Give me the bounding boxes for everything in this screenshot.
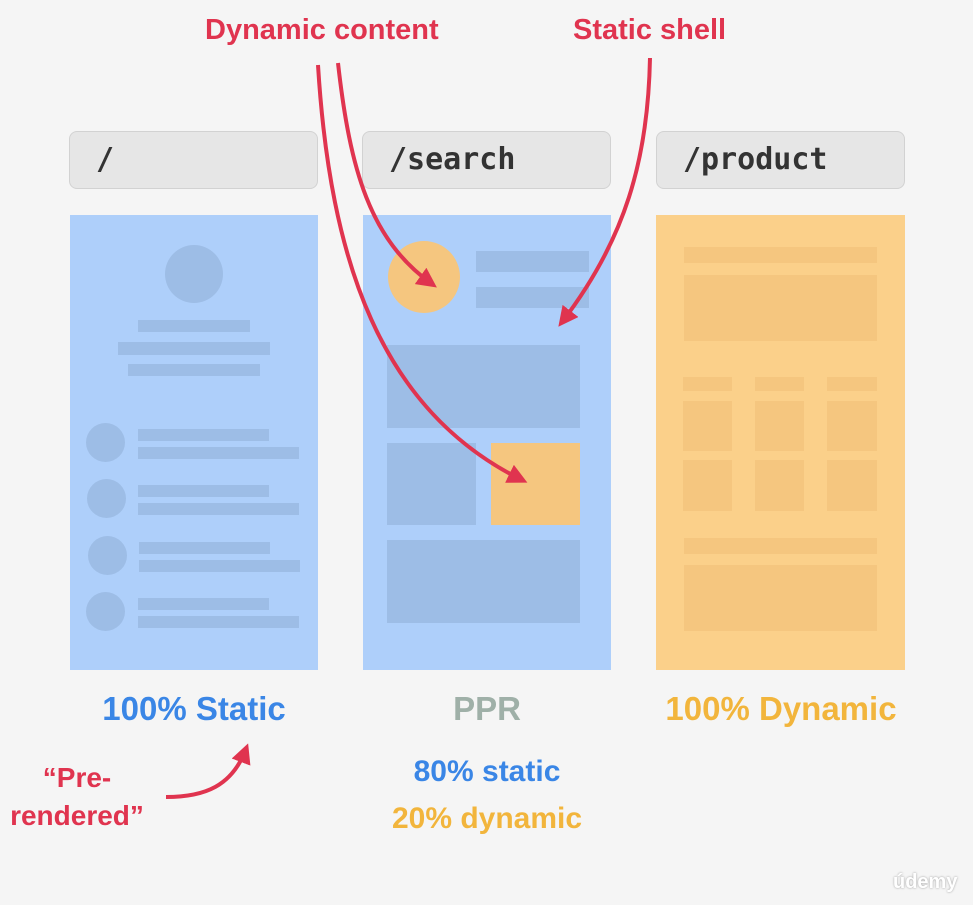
avatar-placeholder: [165, 245, 223, 303]
list-line-placeholder: [138, 503, 299, 515]
grid-cell-placeholder: [827, 401, 877, 451]
header-placeholder: [684, 247, 877, 263]
grid-cell-placeholder: [755, 460, 804, 511]
route-bar-home: /: [69, 131, 318, 189]
static-caption: 100% Static: [102, 690, 286, 727]
list-avatar-placeholder: [87, 479, 126, 518]
content-block-placeholder: [387, 443, 476, 525]
text-line-placeholder: [138, 320, 250, 332]
text-line-placeholder: [128, 364, 260, 376]
list-line-placeholder: [138, 429, 269, 441]
ppr-dynamic-caption: 20% dynamic: [391, 802, 583, 835]
text-line-placeholder: [476, 251, 589, 272]
hero-placeholder: [684, 275, 877, 341]
static-page-panel: [70, 215, 318, 670]
list-line-placeholder: [138, 598, 269, 610]
dynamic-block-placeholder: [491, 443, 580, 525]
ppr-caption: PPR: [453, 690, 521, 727]
list-line-placeholder: [138, 447, 299, 459]
list-avatar-placeholder: [86, 423, 125, 462]
content-block-placeholder: [387, 345, 580, 428]
prerendered-label: “Pre- rendered”: [10, 762, 144, 831]
text-line-placeholder: [476, 287, 589, 308]
route-bar-search: /search: [362, 131, 611, 189]
dynamic-avatar-placeholder: [388, 241, 460, 313]
list-line-placeholder: [139, 542, 270, 554]
text-line-placeholder: [118, 342, 270, 355]
ppr-page-panel: [363, 215, 611, 670]
dynamic-page-panel: [656, 215, 905, 670]
grid-label-placeholder: [683, 377, 732, 391]
udemy-watermark: údemy: [893, 871, 958, 893]
list-line-placeholder: [139, 560, 300, 572]
static-shell-label: Static shell: [573, 14, 727, 46]
section-label-placeholder: [684, 538, 877, 554]
section-block-placeholder: [684, 565, 877, 631]
arrow-to-static-caption: [165, 743, 251, 799]
dynamic-caption: 100% Dynamic: [665, 690, 897, 727]
grid-cell-placeholder: [683, 401, 732, 451]
list-avatar-placeholder: [86, 592, 125, 631]
dynamic-content-label: Dynamic content: [205, 14, 439, 46]
grid-cell-placeholder: [683, 460, 732, 511]
ppr-static-caption: 80% static: [413, 755, 561, 788]
grid-cell-placeholder: [755, 401, 804, 451]
grid-cell-placeholder: [827, 460, 877, 511]
grid-label-placeholder: [755, 377, 804, 391]
grid-label-placeholder: [827, 377, 877, 391]
list-line-placeholder: [138, 616, 299, 628]
list-avatar-placeholder: [88, 536, 127, 575]
list-line-placeholder: [138, 485, 269, 497]
content-block-placeholder: [387, 540, 580, 623]
route-bar-product: /product: [656, 131, 905, 189]
